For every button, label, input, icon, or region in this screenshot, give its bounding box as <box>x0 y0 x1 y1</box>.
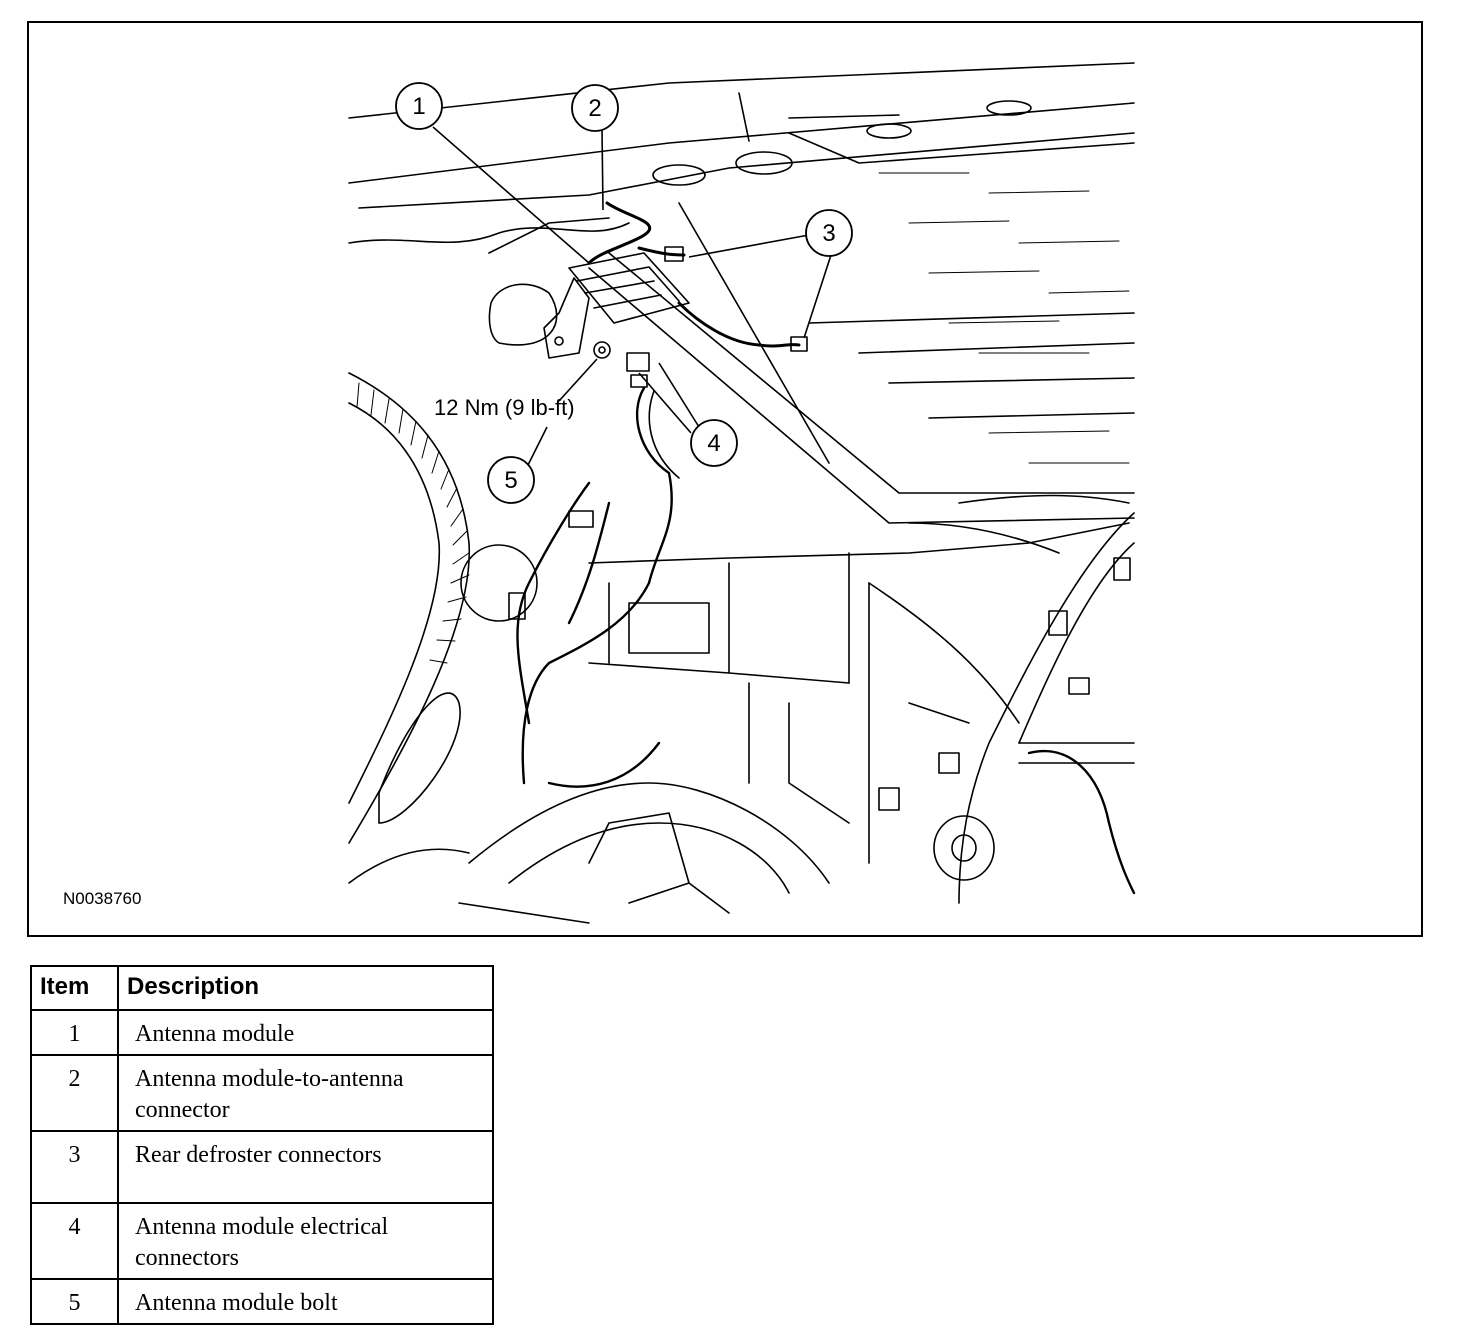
legend-table: Item Description 1 Antenna module 2 Ante… <box>30 965 494 1325</box>
table-row: 2 Antenna module-to-antenna connector <box>30 1054 494 1132</box>
table-row: 3 Rear defroster connectors <box>30 1130 494 1204</box>
callout-circle-4 <box>690 419 738 467</box>
callout-label-2: 2 <box>588 95 601 122</box>
callout-circle-5 <box>487 456 535 504</box>
item-description: Rear defroster connectors <box>117 1130 494 1204</box>
callout-label-5: 5 <box>504 467 517 494</box>
item-description: Antenna module-to-antenna connector <box>117 1054 494 1132</box>
table-row: 4 Antenna module electrical connectors <box>30 1202 494 1280</box>
table-row: 1 Antenna module <box>30 1009 494 1056</box>
item-number: 4 <box>30 1202 119 1280</box>
figure-id: N0038760 <box>63 889 142 908</box>
item-description: Antenna module <box>117 1009 494 1056</box>
callout-circle-3 <box>805 209 853 257</box>
torque-spec-label: 12 Nm (9 lb-ft) <box>434 395 575 420</box>
item-number: 2 <box>30 1054 119 1132</box>
item-number: 3 <box>30 1130 119 1204</box>
callout-label-3: 3 <box>822 220 835 247</box>
callout-circle-1 <box>395 82 443 130</box>
description-column-header: Description <box>117 965 494 1011</box>
item-description: Antenna module bolt <box>117 1278 494 1325</box>
figure-frame: 1 2 3 4 5 12 Nm (9 lb-ft) N0038760 <box>27 21 1423 937</box>
callout-label-4: 4 <box>707 430 720 457</box>
item-number: 5 <box>30 1278 119 1325</box>
item-column-header: Item <box>30 965 119 1011</box>
antenna-module-illustration: 1 2 3 4 5 12 Nm (9 lb-ft) <box>29 23 1425 939</box>
callout-circle-2 <box>571 84 619 132</box>
callout-label-1: 1 <box>412 93 425 120</box>
legend-header-row: Item Description <box>30 965 494 1011</box>
item-number: 1 <box>30 1009 119 1056</box>
table-row: 5 Antenna module bolt <box>30 1278 494 1325</box>
item-description: Antenna module electrical connectors <box>117 1202 494 1280</box>
